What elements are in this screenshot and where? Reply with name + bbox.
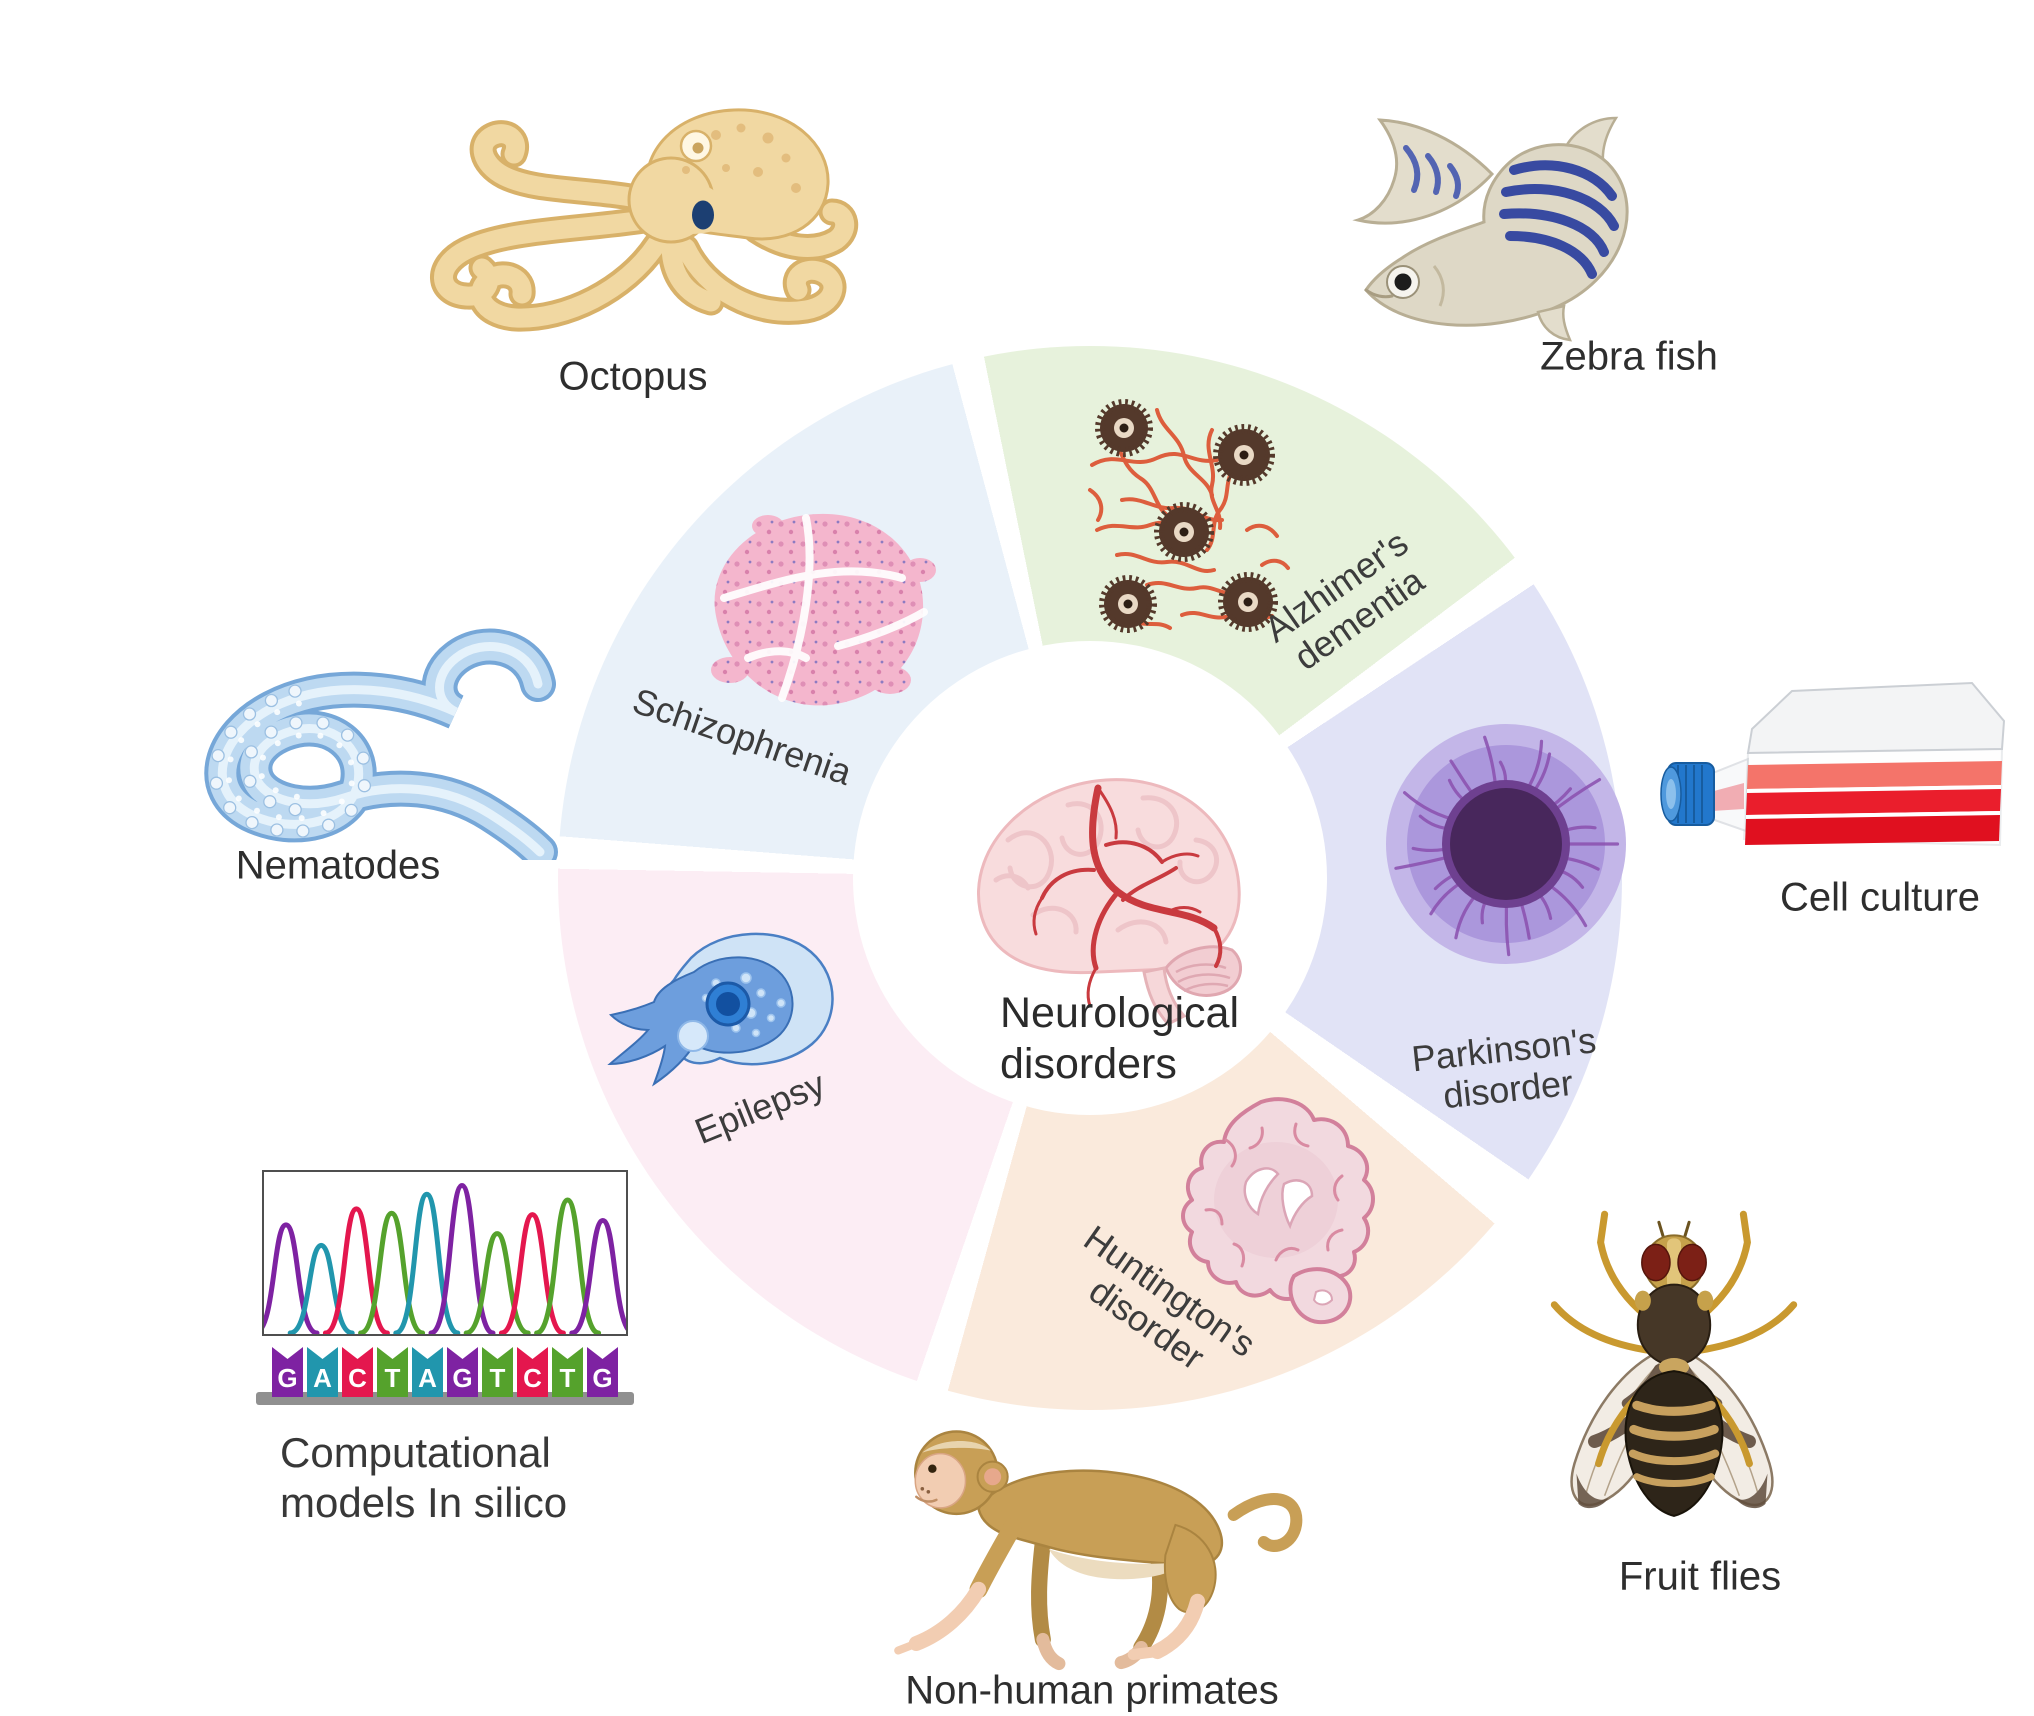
huntingtons-brain-section-illustration xyxy=(1181,1097,1375,1325)
label-octopus: Octopus xyxy=(558,354,708,399)
dna-base: T xyxy=(482,1347,513,1397)
epilepsy-cell-illustration xyxy=(607,932,834,1087)
dna-base: A xyxy=(412,1347,443,1397)
label-non-human-primates: Non-human primates xyxy=(905,1668,1279,1713)
zebrafish-illustration xyxy=(1352,116,1629,342)
label-computational-models: Computational models In silico xyxy=(280,1428,567,1527)
label-parkinsons-disorder: Parkinson's disorder xyxy=(1410,1019,1602,1120)
label-cell-culture: Cell culture xyxy=(1779,875,1981,920)
label-computational-line2: models In silico xyxy=(280,1478,568,1526)
dna-base: T xyxy=(377,1347,408,1397)
fruit-fly-illustration xyxy=(1550,1210,1798,1517)
parkinsons-cell-illustration xyxy=(1386,724,1626,964)
dna-base: C xyxy=(342,1347,373,1397)
dna-sequence-row: G A C T A G T C T G xyxy=(272,1347,618,1397)
cell-culture-flask-illustration xyxy=(1660,681,2006,847)
label-zebrafish: Zebra fish xyxy=(1540,334,1718,379)
dna-base: T xyxy=(552,1347,583,1397)
dna-base: G xyxy=(272,1347,303,1397)
dna-base: A xyxy=(307,1347,338,1397)
dna-base: G xyxy=(587,1347,618,1397)
center-label-line1: Neurological xyxy=(1000,989,1240,1037)
alzheimers-plaques-illustration xyxy=(1088,399,1290,633)
schizophrenia-tissue-illustration xyxy=(711,513,936,706)
dna-base: G xyxy=(447,1347,478,1397)
nematode-illustration xyxy=(204,628,558,860)
label-fruit-flies: Fruit flies xyxy=(1618,1554,1782,1599)
center-label-line2: disorders xyxy=(1000,1039,1177,1088)
octopus-illustration xyxy=(430,108,859,332)
monkey-illustration xyxy=(894,1430,1303,1671)
chromatogram-plot xyxy=(262,1170,628,1336)
brain-illustration xyxy=(977,778,1242,1026)
chromatogram-peaks xyxy=(264,1182,626,1334)
label-computational-line1: Computational xyxy=(280,1429,551,1476)
center-label: Neurological disorders xyxy=(1000,988,1239,1089)
label-nematodes: Nematodes xyxy=(235,843,441,888)
dna-base: C xyxy=(517,1347,548,1397)
